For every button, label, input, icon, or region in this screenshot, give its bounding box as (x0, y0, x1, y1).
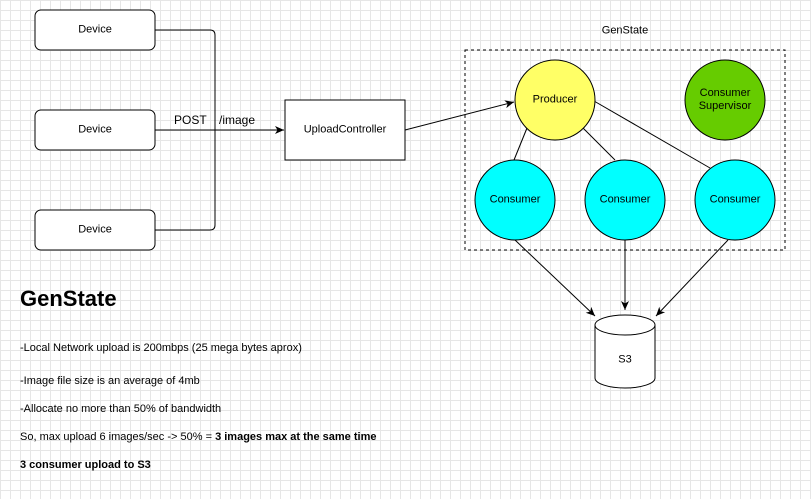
note-line-2: -Image file size is an average of 4mb (20, 375, 200, 387)
producer-to-consumer-3-edge (593, 100, 711, 169)
consumer-label-3: Consumer (709, 193, 761, 206)
consumer-3-to-s3-edge (655, 239, 729, 317)
device-label-3: Device (78, 223, 112, 236)
notes-heading: GenState (20, 286, 117, 311)
consumer-label-2: Consumer (599, 193, 651, 206)
consumer-supervisor-label: Consumer Supervisor (698, 87, 752, 112)
consumer-node-1[interactable] (474, 159, 556, 241)
consumer-supervisor-node[interactable] (684, 59, 766, 141)
note-line-4: So, max upload 6 images/sec -> 50% = 3 i… (20, 431, 376, 443)
note-line-5: 3 consumer upload to S3 (20, 459, 151, 471)
producer-node[interactable] (514, 59, 596, 141)
device-connector-top (155, 29, 216, 130)
upload-controller-label: UploadController (303, 123, 387, 136)
note-line-3: -Allocate no more than 50% of bandwidth (20, 403, 222, 415)
producer-to-consumer-2-edge (582, 127, 616, 161)
producer-to-consumer-1-edge (513, 127, 528, 161)
edge-label-post: POST (174, 113, 207, 127)
device-label-2: Device (78, 123, 112, 136)
note-line-4-bold: 3 images max at the same time (215, 431, 377, 443)
device-connector-bottom (155, 130, 216, 231)
consumer-label-1: Consumer (489, 193, 541, 206)
controller-to-producer-edge (404, 100, 515, 131)
device-label-1: Device (78, 23, 112, 36)
consumer-node-2[interactable] (584, 159, 666, 241)
s3-storage-node[interactable] (594, 314, 656, 389)
note-line-1: -Local Network upload is 200mbps (25 meg… (20, 342, 302, 354)
consumer-1-to-s3-edge (514, 239, 596, 317)
genstate-group-label: GenState (601, 24, 649, 37)
consumer-node-3[interactable] (694, 159, 776, 241)
s3-label: S3 (618, 353, 632, 366)
producer-label: Producer (532, 93, 578, 106)
note-line-4-prefix: So, max upload 6 images/sec -> 50% = (20, 431, 216, 443)
edge-label-image: /image (219, 113, 256, 127)
upload-controller-box[interactable] (284, 99, 406, 161)
